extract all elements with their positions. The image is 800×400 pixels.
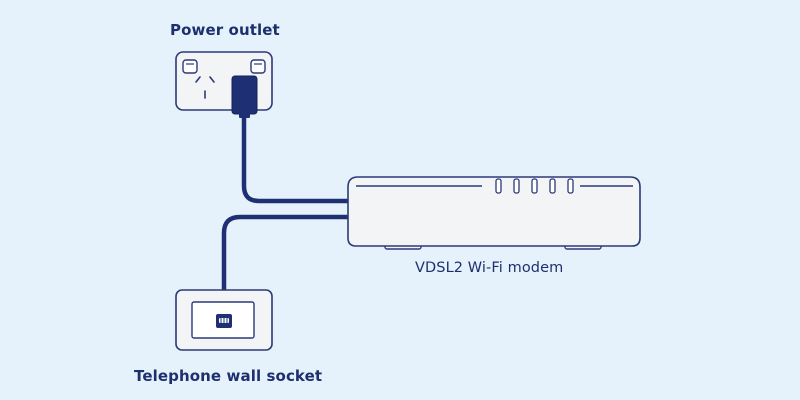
power-outlet-label: Power outlet bbox=[170, 21, 280, 39]
power-outlet-icon bbox=[175, 51, 273, 111]
power-cable bbox=[241, 109, 351, 204]
power-plug-icon bbox=[231, 75, 258, 118]
modem-label: VDSL2 Wi-Fi modem bbox=[415, 260, 564, 276]
telephone-socket-label: Telephone wall socket bbox=[134, 367, 323, 385]
phone-cable bbox=[221, 214, 351, 317]
rj11-plug-icon bbox=[216, 314, 232, 328]
modem-icon bbox=[347, 176, 641, 250]
